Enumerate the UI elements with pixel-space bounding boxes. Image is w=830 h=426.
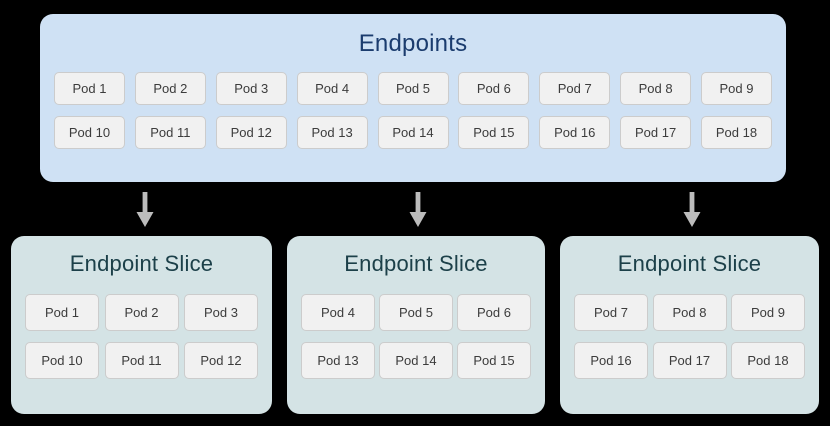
pod-chip[interactable]: Pod 7 [574,294,648,331]
endpoint-slice-pod-row: Pod 1 Pod 2 Pod 3 [25,294,258,331]
endpoints-pod-row: Pod 1 Pod 2 Pod 3 Pod 4 Pod 5 Pod 6 Pod … [54,72,772,105]
endpoint-slice-title: Endpoint Slice [344,251,488,276]
pod-chip[interactable]: Pod 12 [184,342,258,379]
pod-chip[interactable]: Pod 5 [379,294,453,331]
pod-chip[interactable]: Pod 18 [731,342,805,379]
endpoints-pod-grid: Pod 1 Pod 2 Pod 3 Pod 4 Pod 5 Pod 6 Pod … [54,72,772,149]
endpoint-slice-box-2: Endpoint Slice Pod 4 Pod 5 Pod 6 Pod 13 … [287,236,545,414]
endpoint-slice-pod-row: Pod 4 Pod 5 Pod 6 [301,294,531,331]
pod-chip[interactable]: Pod 13 [296,116,368,149]
pod-chip[interactable]: Pod 10 [25,342,99,379]
pod-chip[interactable]: Pod 10 [54,116,125,149]
pod-chip[interactable]: Pod 8 [652,294,727,331]
pod-chip[interactable]: Pod 3 [215,72,287,105]
pod-chip[interactable]: Pod 17 [652,342,727,379]
pod-chip[interactable]: Pod 2 [104,294,179,331]
pod-chip[interactable]: Pod 3 [184,294,258,331]
pod-chip[interactable]: Pod 5 [377,72,449,105]
endpoint-slice-pod-row: Pod 7 Pod 8 Pod 9 [574,294,805,331]
pod-chip[interactable]: Pod 6 [458,72,530,105]
pod-chip[interactable]: Pod 8 [620,72,692,105]
endpoints-pod-row: Pod 10 Pod 11 Pod 12 Pod 13 Pod 14 Pod 1… [54,116,772,149]
pod-chip[interactable]: Pod 15 [458,116,530,149]
pod-chip[interactable]: Pod 1 [25,294,99,331]
pod-chip[interactable]: Pod 9 [731,294,805,331]
endpoints-box: Endpoints Pod 1 Pod 2 Pod 3 Pod 4 Pod 5 … [40,14,786,182]
endpoint-slice-pod-grid: Pod 7 Pod 8 Pod 9 Pod 16 Pod 17 Pod 18 [574,294,805,379]
pod-chip[interactable]: Pod 4 [301,294,375,331]
endpoint-slice-box-1: Endpoint Slice Pod 1 Pod 2 Pod 3 Pod 10 … [11,236,272,414]
endpoint-slice-pod-row: Pod 16 Pod 17 Pod 18 [574,342,805,379]
arrow-down-icon [405,192,431,228]
pod-chip[interactable]: Pod 6 [457,294,531,331]
pod-chip[interactable]: Pod 2 [134,72,206,105]
pod-chip[interactable]: Pod 17 [620,116,692,149]
pod-chip[interactable]: Pod 1 [54,72,125,105]
arrow-down-icon [132,192,158,228]
pod-chip[interactable]: Pod 14 [379,342,453,379]
pod-chip[interactable]: Pod 18 [701,116,772,149]
pod-chip[interactable]: Pod 7 [539,72,611,105]
pod-chip[interactable]: Pod 16 [539,116,611,149]
pod-chip[interactable]: Pod 11 [134,116,206,149]
pod-chip[interactable]: Pod 15 [457,342,531,379]
pod-chip[interactable]: Pod 4 [296,72,368,105]
pod-chip[interactable]: Pod 12 [215,116,287,149]
endpoint-slice-pod-grid: Pod 4 Pod 5 Pod 6 Pod 13 Pod 14 Pod 15 [301,294,531,379]
endpoint-slice-title: Endpoint Slice [69,251,214,276]
endpoint-slice-box-3: Endpoint Slice Pod 7 Pod 8 Pod 9 Pod 16 … [560,236,819,414]
pod-chip[interactable]: Pod 14 [377,116,449,149]
endpoints-title: Endpoints [358,30,468,57]
endpoint-slice-pod-row: Pod 13 Pod 14 Pod 15 [301,342,531,379]
endpoint-slice-pod-row: Pod 10 Pod 11 Pod 12 [25,342,258,379]
endpoint-slice-pod-grid: Pod 1 Pod 2 Pod 3 Pod 10 Pod 11 Pod 12 [25,294,258,379]
arrow-down-icon [679,192,705,228]
pod-chip[interactable]: Pod 9 [701,72,772,105]
pod-chip[interactable]: Pod 16 [574,342,648,379]
pod-chip[interactable]: Pod 13 [301,342,375,379]
endpoint-slice-title: Endpoint Slice [617,251,762,276]
pod-chip[interactable]: Pod 11 [104,342,179,379]
